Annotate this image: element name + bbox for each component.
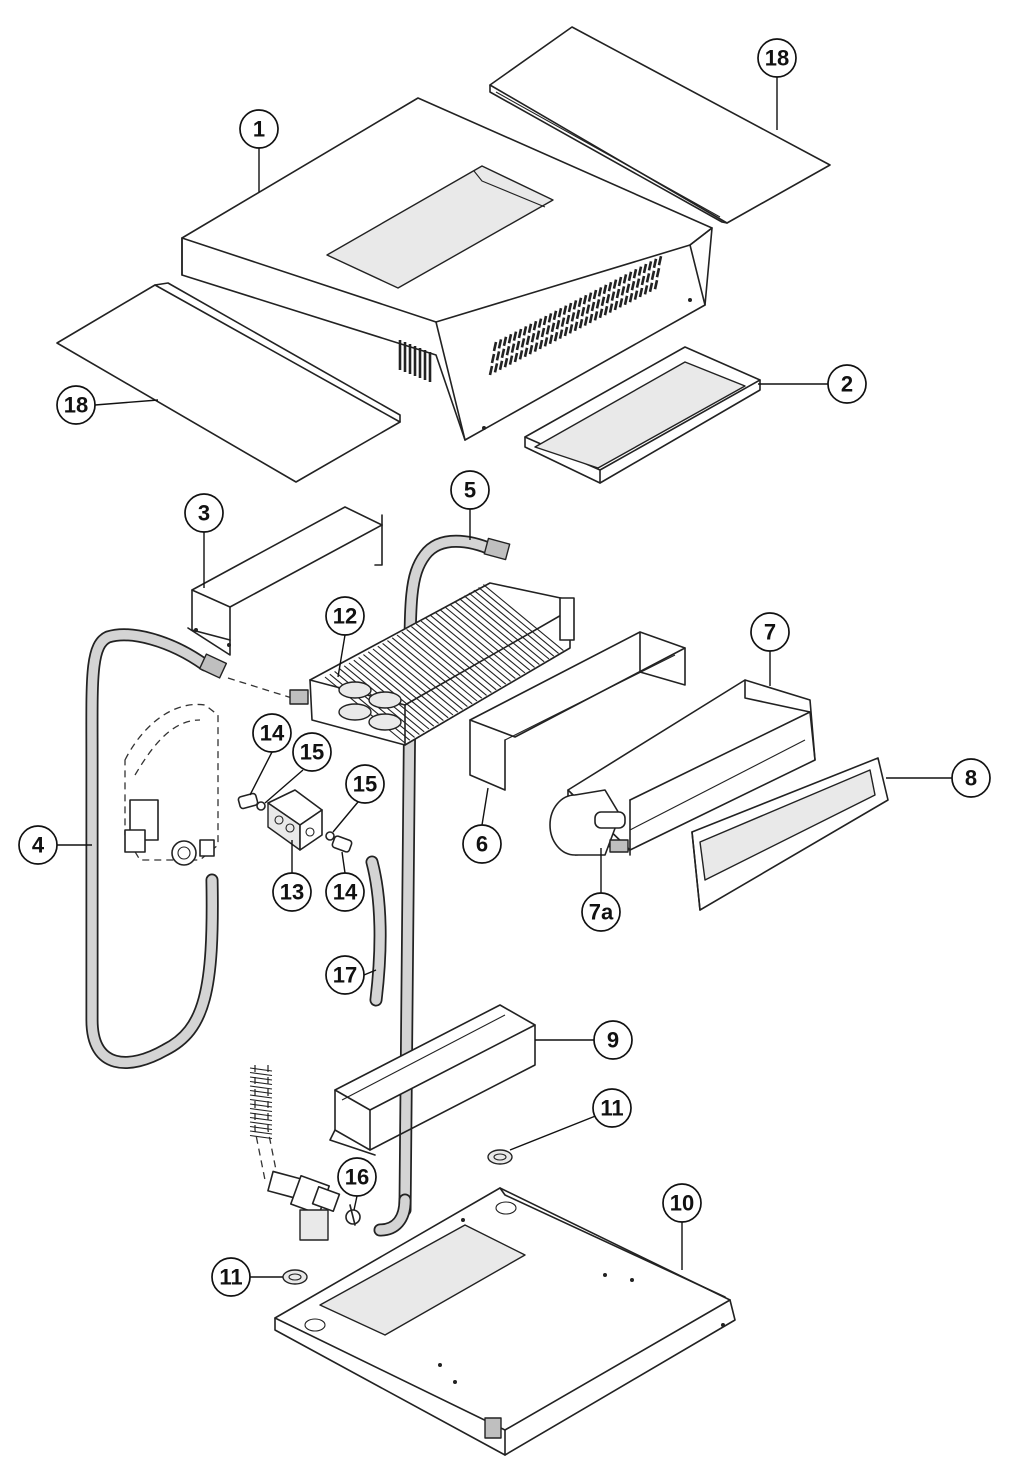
svg-text:16: 16 — [345, 1165, 369, 1190]
callouts: 18 1 2 18 3 5 — [18, 38, 991, 1297]
callout-7a: 7a — [581, 892, 621, 932]
svg-text:17: 17 — [333, 963, 357, 988]
svg-text:18: 18 — [64, 393, 88, 418]
svg-text:14: 14 — [260, 721, 285, 746]
svg-text:3: 3 — [198, 501, 210, 526]
svg-text:2: 2 — [841, 372, 853, 397]
coil-return-bends — [338, 681, 402, 731]
part-11-grommet-left — [282, 1269, 308, 1285]
callout-17: 17 — [325, 955, 365, 995]
svg-text:15: 15 — [300, 740, 324, 765]
svg-text:13: 13 — [280, 880, 304, 905]
callout-9: 9 — [593, 1020, 633, 1060]
part-18-panel-left — [56, 282, 401, 483]
part-13-junction-box — [267, 789, 323, 851]
part-10-base — [274, 1187, 736, 1456]
part-12-evaporator-coil — [289, 582, 575, 746]
svg-text:6: 6 — [476, 832, 488, 857]
svg-text:11: 11 — [219, 1265, 242, 1290]
callout-11-right: 11 — [592, 1088, 632, 1128]
callout-8: 8 — [951, 758, 991, 798]
svg-text:7a: 7a — [589, 900, 614, 925]
svg-text:5: 5 — [464, 478, 476, 503]
water-valve-assembly — [249, 1065, 341, 1241]
svg-text:15: 15 — [353, 772, 377, 797]
part-9-channel — [329, 1004, 536, 1156]
part-1-top-housing — [181, 97, 713, 441]
callout-14-left: 14 — [252, 713, 292, 753]
part-15-seal-right — [325, 831, 335, 841]
callout-14-right: 14 — [325, 872, 365, 912]
part-2-drip-tray — [524, 346, 761, 484]
svg-text:9: 9 — [607, 1028, 619, 1053]
callout-18-top: 18 — [757, 38, 797, 78]
svg-text:8: 8 — [965, 766, 977, 791]
part-14-fitting-right — [331, 835, 353, 853]
callout-3: 3 — [184, 493, 224, 533]
part-8-louver — [691, 757, 889, 911]
callout-18-left: 18 — [56, 385, 96, 425]
callout-15-left: 15 — [292, 732, 332, 772]
svg-text:10: 10 — [670, 1191, 694, 1216]
callout-12: 12 — [325, 596, 365, 636]
svg-text:11: 11 — [600, 1096, 623, 1121]
callout-7: 7 — [750, 612, 790, 652]
svg-text:14: 14 — [333, 880, 358, 905]
callout-5: 5 — [450, 470, 490, 510]
callout-13: 13 — [272, 872, 312, 912]
part-17-drain-hose — [365, 855, 387, 1007]
part-16-clip — [345, 1204, 361, 1226]
part-3-bracket — [187, 506, 383, 656]
svg-text:18: 18 — [765, 46, 789, 71]
svg-text:4: 4 — [32, 833, 45, 858]
callout-2: 2 — [827, 364, 867, 404]
part-11-grommet-right — [487, 1149, 513, 1165]
callout-4: 4 — [18, 825, 58, 865]
callout-10: 10 — [662, 1183, 702, 1223]
side-vent-grille — [398, 340, 432, 382]
part-7a-fan-motor — [549, 789, 629, 856]
callout-6: 6 — [462, 824, 502, 864]
part-6-air-guide — [469, 631, 686, 791]
callout-1: 1 — [239, 109, 279, 149]
callout-15-right: 15 — [345, 764, 385, 804]
pump-assembly — [124, 703, 219, 866]
part-4-hose — [85, 628, 228, 1069]
part-18-panel-right — [489, 26, 831, 224]
front-vent-grille — [488, 255, 663, 376]
svg-text:7: 7 — [764, 620, 776, 645]
svg-text:1: 1 — [253, 117, 265, 142]
svg-text:12: 12 — [333, 604, 357, 629]
callout-16: 16 — [337, 1157, 377, 1197]
part-14-fitting-left — [237, 792, 259, 810]
part-15-seal-left — [256, 801, 266, 811]
callout-11-left: 11 — [211, 1257, 251, 1297]
